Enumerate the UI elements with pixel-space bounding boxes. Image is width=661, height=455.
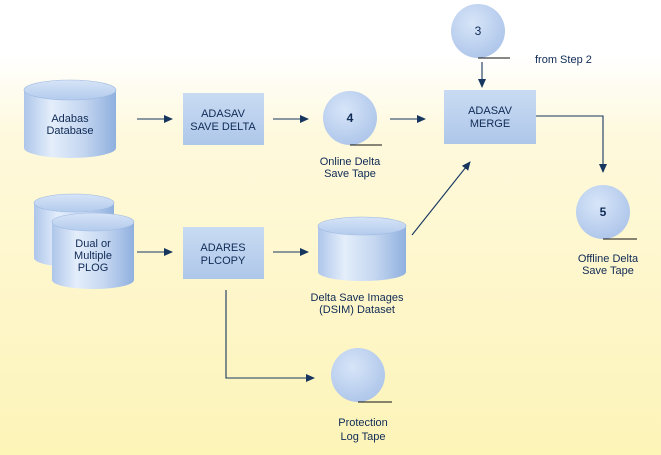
step2-tape-number: 3 — [475, 24, 482, 38]
plog-label-line2: Multiple — [74, 250, 112, 262]
offline-delta-tape-number: 5 — [600, 205, 607, 219]
adasav-save-delta-line2: SAVE DELTA — [190, 121, 256, 133]
protection-log-tape-line2: Log Tape — [340, 431, 385, 443]
dsim-dataset-cylinder: Delta Save Images (DSIM) Dataset — [311, 216, 407, 316]
dsim-dataset-line1: Delta Save Images — [311, 292, 404, 304]
adares-plcopy-line2: PLCOPY — [201, 255, 246, 267]
offline-delta-tape-line2: Save Tape — [582, 265, 634, 277]
adabas-database-cylinder: Adabas Database — [23, 79, 117, 158]
connectors — [137, 62, 607, 382]
adasav-save-delta-box: ADASAV SAVE DELTA — [183, 93, 264, 145]
online-delta-tape-number: 4 — [347, 111, 354, 125]
adasav-merge-box: ADASAV MERGE — [444, 90, 536, 144]
plog-label-line1: Dual or — [75, 238, 111, 250]
online-delta-tape: 4 Online Delta Save Tape — [320, 91, 382, 180]
online-delta-tape-line2: Save Tape — [324, 168, 376, 180]
dsim-dataset-line2: (DSIM) Dataset — [319, 304, 395, 316]
adabas-database-label-line2: Database — [46, 125, 93, 137]
adasav-save-delta-line1: ADASAV — [201, 108, 245, 120]
arrow-dsim-to-merge — [411, 161, 471, 236]
plog-label-line3: PLOG — [78, 262, 109, 274]
step2-tape-note: from Step 2 — [535, 54, 592, 66]
plog-cylinders: Dual or Multiple PLOG — [33, 193, 135, 289]
protection-log-tape: Protection Log Tape — [331, 348, 392, 443]
offline-delta-tape-line1: Offline Delta — [578, 253, 639, 265]
adasav-merge-line2: MERGE — [470, 118, 510, 130]
adasav-merge-line1: ADASAV — [468, 105, 512, 117]
offline-delta-tape: 5 Offline Delta Save Tape — [576, 185, 639, 277]
arrow-plcopy-to-protection-log — [225, 290, 315, 382]
online-delta-tape-line1: Online Delta — [320, 156, 381, 168]
arrow-merge-to-offline-tape — [536, 115, 607, 173]
adabas-database-label-line1: Adabas — [51, 113, 89, 125]
adares-plcopy-box: ADARES PLCOPY — [183, 227, 264, 279]
step2-tape: 3 from Step 2 — [451, 4, 592, 66]
adares-plcopy-line1: ADARES — [200, 242, 245, 254]
protection-log-tape-line1: Protection — [338, 417, 388, 429]
